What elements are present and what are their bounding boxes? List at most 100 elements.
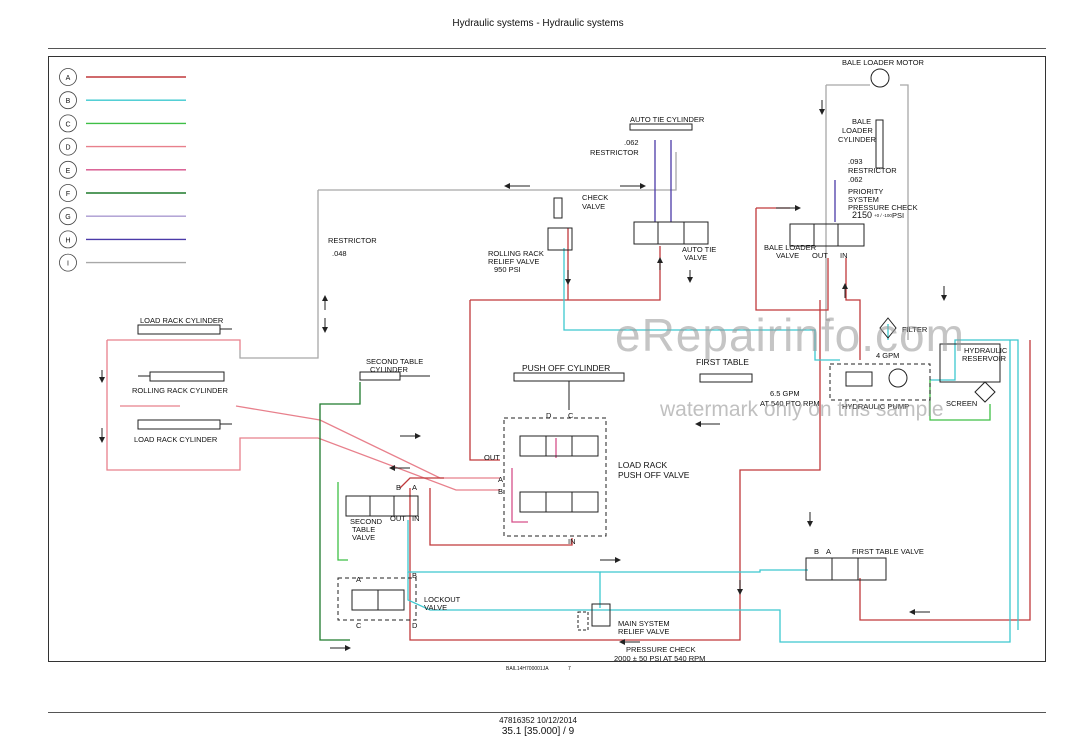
- line-gray-left: [239, 190, 319, 359]
- lbl-filter: FILTER: [902, 325, 928, 334]
- auto-tie-valve: [633, 221, 709, 245]
- watermark-sub: watermark only on this sample: [660, 398, 944, 421]
- footer-doc-ref: 47816352 10/12/2014: [499, 716, 577, 725]
- lbl-restrictor-left: RESTRICTOR: [328, 236, 377, 245]
- port-c-push: C: [568, 411, 574, 420]
- legend-circle-a: [59, 68, 77, 86]
- lbl-pressure-check-2: 2000 ± 50 PSI AT 540 RPM: [614, 654, 705, 663]
- lbl-out-second: OUT: [390, 514, 406, 523]
- lbl-out-bale: OUT: [812, 251, 828, 260]
- port-d-lockout: D: [412, 621, 418, 630]
- header-rule: [48, 48, 1046, 49]
- legend-key-b: B: [66, 98, 71, 105]
- port-c-lockout: C: [356, 621, 362, 630]
- legend-key-h: H: [65, 237, 70, 244]
- line-pink-1: [106, 340, 500, 491]
- lbl-bale-loader-valve-2: VALVE: [776, 251, 799, 260]
- lbl-restrictor-mid-size: .062: [624, 138, 639, 147]
- lbl-load-rack-valve-2: PUSH OFF VALVE: [618, 470, 690, 480]
- lbl-second-table-valve-3: VALVE: [352, 533, 375, 542]
- port-d-push: D: [546, 411, 552, 420]
- port-b-second: B: [396, 483, 401, 492]
- lbl-rolling-relief-2: RELIEF VALVE: [488, 257, 539, 266]
- lbl-bale-loader-motor: BALE LOADER MOTOR: [842, 58, 925, 67]
- lbl-screen: SCREEN: [946, 399, 977, 408]
- bale-loader-motor: [870, 68, 890, 88]
- legend-circle-g: [59, 207, 77, 226]
- lbl-priority-3: PRESSURE CHECK: [848, 203, 918, 212]
- load-rack-cylinder-bottom: [137, 419, 221, 430]
- screen: [974, 381, 996, 403]
- port-b-lockout: B: [412, 571, 417, 580]
- lbl-flow-65gpm-2: AT 540 PTO RPM: [760, 399, 820, 408]
- legend-circle-h: [59, 230, 77, 249]
- hydraulic-pump-housing: [829, 363, 931, 401]
- legend-circle-c: [59, 114, 77, 133]
- line-purple-1: [654, 140, 672, 222]
- lbl-auto-tie-valve-1: AUTO TIE: [682, 245, 716, 254]
- load-rack-push-off-valve: [503, 417, 607, 537]
- watermark-main: eRepairinfo.com: [615, 309, 965, 361]
- lbl-bale-loader-cyl-3: CYLINDER: [838, 135, 877, 144]
- line-gray-motor: [826, 84, 909, 340]
- bale-loader-valve: [789, 223, 865, 247]
- line-cyan-4: [600, 569, 808, 573]
- lbl-bale-loader-cyl-1: BALE: [852, 117, 871, 126]
- hydraulic-pump: [888, 368, 908, 388]
- port-b-first: B: [814, 547, 819, 556]
- lbl-priority-unit: PSI: [892, 211, 904, 220]
- legend-key-c: C: [65, 121, 70, 128]
- lbl-pressure-check-1: PRESSURE CHECK: [626, 645, 696, 654]
- lbl-reservoir-2: RESERVOIR: [962, 354, 1007, 363]
- lbl-push-off-cyl: PUSH OFF CYLINDER: [522, 363, 610, 373]
- port-a-first: A: [826, 547, 831, 556]
- legend-key-i: I: [67, 261, 69, 268]
- filter: [879, 317, 897, 339]
- lbl-in-second: IN: [412, 514, 420, 523]
- port-a-push: A: [498, 475, 503, 484]
- legend-key-g: G: [65, 214, 70, 221]
- legend-circle-d: [59, 137, 77, 156]
- lbl-flow-4gpm: 4 GPM: [876, 351, 899, 360]
- lbl-hydraulic-pump: HYDRAULIC PUMP: [842, 402, 909, 411]
- rolling-rack-relief-valve: [547, 227, 573, 251]
- figure-ref: BAIL14H700001JA: [506, 666, 549, 672]
- lbl-in-push: IN: [568, 537, 576, 546]
- lbl-lockout-2: VALVE: [424, 603, 447, 612]
- rolling-rack-cylinder: [149, 371, 225, 382]
- line-red-right: [859, 340, 1031, 621]
- lbl-second-table-valve-1: SECOND: [350, 517, 383, 526]
- legend-circle-b: [59, 91, 77, 110]
- line-red-main: [399, 477, 573, 546]
- check-valve: [553, 197, 563, 219]
- lbl-priority-2: SYSTEM: [848, 195, 879, 204]
- first-table-valve: [805, 557, 887, 581]
- second-table-valve: [345, 495, 419, 517]
- port-a-second: A: [412, 483, 417, 492]
- legend-circle-i: [59, 253, 77, 272]
- legend-circle-e: [59, 160, 77, 179]
- legend-key-d: D: [65, 145, 70, 152]
- line-red-push: [469, 300, 500, 461]
- lbl-restrictor-right-size2: .062: [848, 175, 863, 184]
- lbl-second-table-valve-2: TABLE: [352, 525, 375, 534]
- lbl-restrictor-mid: RESTRICTOR: [590, 148, 639, 157]
- legend-circle-f: [59, 184, 77, 202]
- port-b-push: B: [498, 487, 503, 496]
- diagram-frame: [48, 56, 1046, 662]
- lbl-load-rack-cyl-bottom: LOAD RACK CYLINDER: [134, 435, 218, 444]
- lbl-priority-4: 2150: [852, 210, 872, 220]
- lbl-priority-1: PRIORITY: [848, 187, 883, 196]
- lbl-bale-loader-cyl-2: LOADER: [842, 126, 873, 135]
- port-a-lockout: A: [356, 575, 361, 584]
- lbl-second-table-cyl-2: CYLINDER: [370, 365, 409, 374]
- lbl-priority-tol: +0 / -100: [874, 213, 892, 218]
- lbl-restrictor-left-size: .048: [332, 249, 347, 258]
- lbl-restrictor-right: RESTRICTOR: [848, 166, 897, 175]
- lbl-out-push: OUT: [484, 453, 500, 462]
- hydraulic-reservoir: [939, 343, 1001, 383]
- load-rack-cylinder-top: [137, 324, 221, 335]
- line-cyan-3: [407, 340, 1011, 643]
- lbl-main-relief-2: RELIEF VALVE: [618, 627, 669, 636]
